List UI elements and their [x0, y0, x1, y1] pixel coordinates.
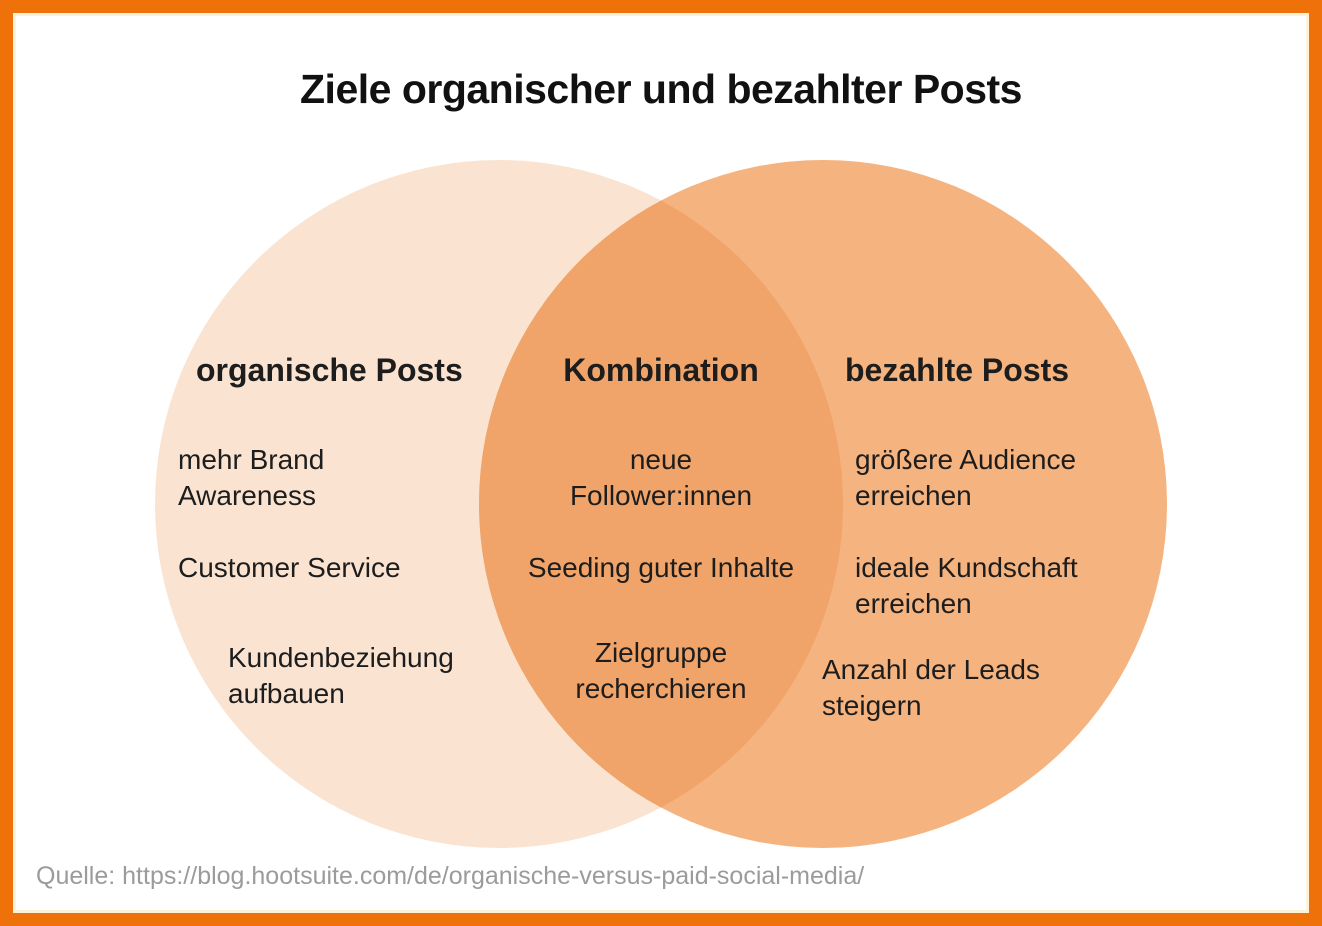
left-circle-item-customer-service: Customer Service: [178, 552, 401, 583]
overlap-item-seeding: Seeding guter Inhalte: [527, 552, 795, 583]
left-circle-title: organische Posts: [196, 352, 463, 388]
right-circle-item-leads: Anzahl der Leads steigern: [822, 654, 1040, 721]
right-circle-item-audience: größere Audience erreichen: [855, 444, 1077, 511]
left-circle-item-kundenbeziehung: Kundenbeziehung aufbauen: [228, 642, 454, 709]
right-circle-title: bezahlte Posts: [845, 352, 1070, 388]
overlap-item-neue-follower: neue Follower:innen: [569, 444, 753, 511]
overlap-region: [479, 160, 843, 848]
overlap-title: Kombination: [563, 352, 759, 388]
left-circle-item-brand-awareness: mehr Brand Awareness: [178, 444, 325, 511]
overlap-item-zielgruppe: Zielgruppe recherchieren: [575, 637, 747, 704]
page-title: Ziele organischer und bezahlter Posts: [300, 66, 1022, 112]
source-url-text: Quelle: https://blog.hootsuite.com/de/or…: [36, 862, 865, 890]
right-circle-item-kundschaft: ideale Kundschaft erreichen: [855, 552, 1078, 619]
